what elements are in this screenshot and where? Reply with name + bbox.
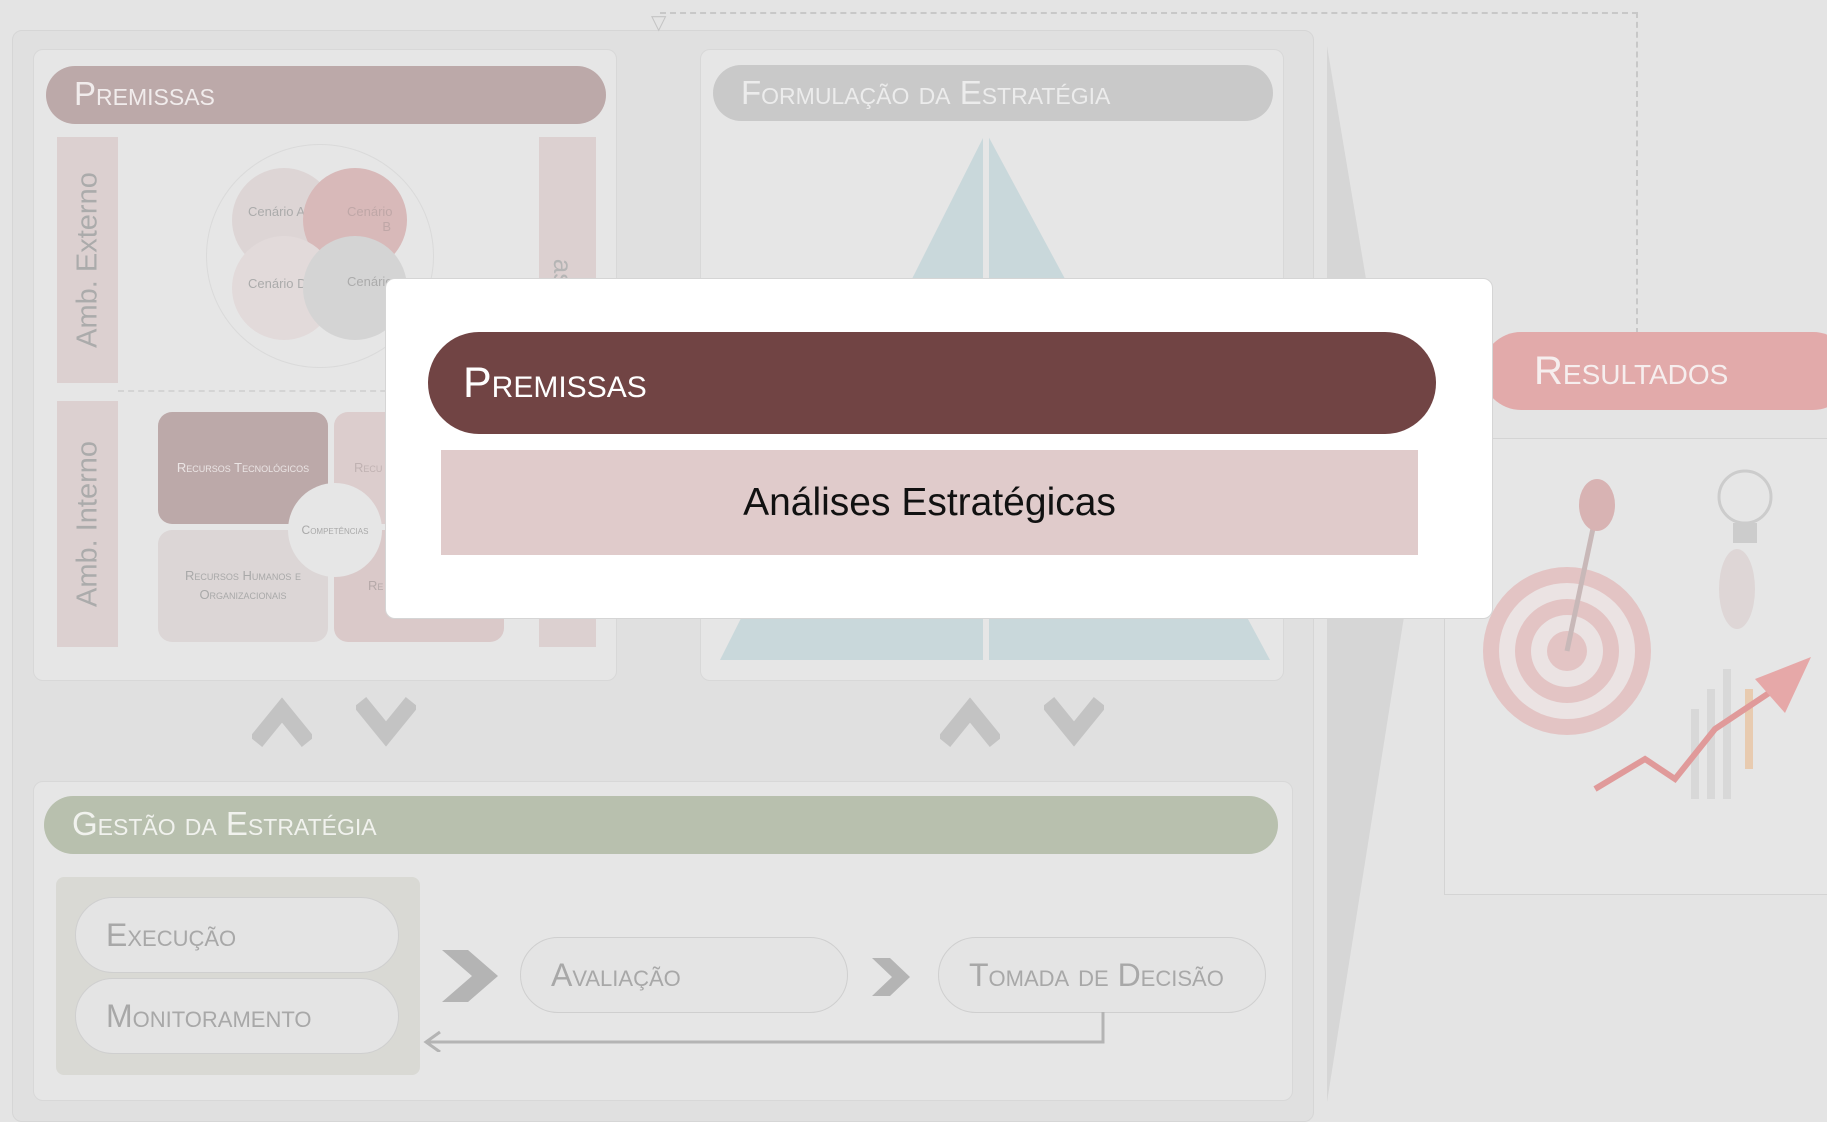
chevron-down-icon[interactable] bbox=[353, 690, 419, 760]
premissas-panel-title[interactable]: Premissas bbox=[46, 66, 606, 124]
amb-interno-bar: Amb. Interno bbox=[57, 401, 118, 647]
avaliacao-stage[interactable]: Avaliação bbox=[520, 937, 848, 1013]
amb-externo-label: Amb. Externo bbox=[71, 172, 103, 348]
gestao-panel-title[interactable]: Gestão da Estratégia bbox=[44, 796, 1278, 854]
analises-estrategicas-item[interactable]: Análises Estratégicas bbox=[441, 450, 1418, 555]
monitoramento-stage[interactable]: Monitoramento bbox=[75, 978, 399, 1054]
flow-chevron-icon bbox=[872, 958, 910, 1001]
feedback-loop-arrow bbox=[423, 1012, 1105, 1052]
premissas-modal: Premissas Análises Estratégicas bbox=[385, 278, 1493, 619]
modal-header: Premissas bbox=[428, 332, 1436, 434]
amb-interno-label: Amb. Interno bbox=[71, 440, 103, 608]
scenario-ring bbox=[206, 144, 434, 368]
growth-chart-icon bbox=[1593, 657, 1811, 799]
resultados-title[interactable]: Resultados bbox=[1482, 332, 1827, 410]
chevron-down-icon[interactable] bbox=[1041, 690, 1107, 760]
connector-arrow-icon: ▽ bbox=[651, 12, 667, 34]
chevron-up-icon[interactable] bbox=[937, 690, 1003, 760]
amb-externo-bar: Amb. Externo bbox=[57, 137, 118, 383]
flow-chevron-icon bbox=[442, 950, 498, 1007]
ambiente-divider bbox=[118, 390, 598, 392]
formulacao-panel-title[interactable]: Formulação da Estratégia bbox=[713, 65, 1273, 121]
chevron-up-icon[interactable] bbox=[249, 690, 315, 760]
target-icon bbox=[1483, 479, 1651, 735]
resultados-panel bbox=[1444, 438, 1827, 895]
competencias-circle[interactable]: Competências bbox=[288, 483, 382, 577]
execucao-stage[interactable]: Execução bbox=[75, 897, 399, 973]
lightbulb-icon bbox=[1717, 469, 1773, 629]
dashed-connector bbox=[660, 12, 1638, 334]
tomada-decisao-stage[interactable]: Tomada de Decisão bbox=[938, 937, 1266, 1013]
